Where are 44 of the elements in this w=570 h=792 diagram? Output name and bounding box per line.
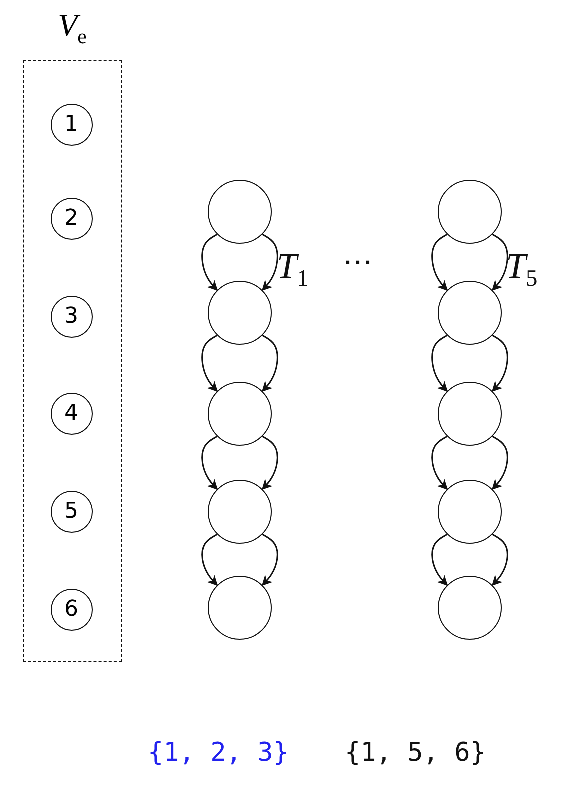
curved-arrow <box>202 334 218 392</box>
curved-arrow <box>262 436 278 490</box>
curved-arrow <box>432 334 448 392</box>
circle-node <box>50 104 92 146</box>
node-number: 6 <box>64 598 78 620</box>
set-label: {1, 5, 6} <box>345 740 486 766</box>
node-number: 4 <box>64 402 78 424</box>
ellipsis: ⋯ <box>343 248 373 278</box>
circle-node <box>208 382 272 446</box>
curved-arrow <box>262 334 278 392</box>
circle-node <box>438 180 502 244</box>
curved-arrow <box>432 534 448 586</box>
curved-arrow <box>432 436 448 490</box>
curved-arrow <box>492 334 508 392</box>
circle-node <box>438 480 502 544</box>
node-number: 3 <box>64 306 78 328</box>
tree-label: T$_{5}$ <box>506 248 538 292</box>
curved-arrow <box>492 436 508 490</box>
circle-node <box>50 198 92 240</box>
curved-arrow <box>202 534 218 586</box>
circle-node <box>50 296 92 338</box>
circle-node <box>50 490 92 532</box>
circle-node <box>438 382 502 446</box>
curved-arrow <box>432 234 448 292</box>
set-label: {1, 2, 3} <box>148 740 289 766</box>
curved-arrow <box>262 234 278 292</box>
node-number: 1 <box>64 114 78 136</box>
circle-node <box>50 588 92 630</box>
curved-arrow <box>262 534 278 586</box>
curved-arrow <box>202 436 218 490</box>
circle-node <box>208 281 272 345</box>
set-heading: V$_{e}$ <box>58 7 87 43</box>
curved-arrow <box>202 234 218 292</box>
curved-arrow <box>492 234 508 292</box>
circle-node <box>208 180 272 244</box>
node-number: 2 <box>64 208 78 230</box>
circle-node <box>208 480 272 544</box>
node-number: 5 <box>64 500 78 522</box>
circle-node <box>438 576 502 640</box>
circle-node <box>208 576 272 640</box>
circle-node <box>438 281 502 345</box>
tree-label: T$_{1}$ <box>277 248 309 292</box>
circle-node <box>50 392 92 434</box>
curved-arrow <box>492 534 508 586</box>
